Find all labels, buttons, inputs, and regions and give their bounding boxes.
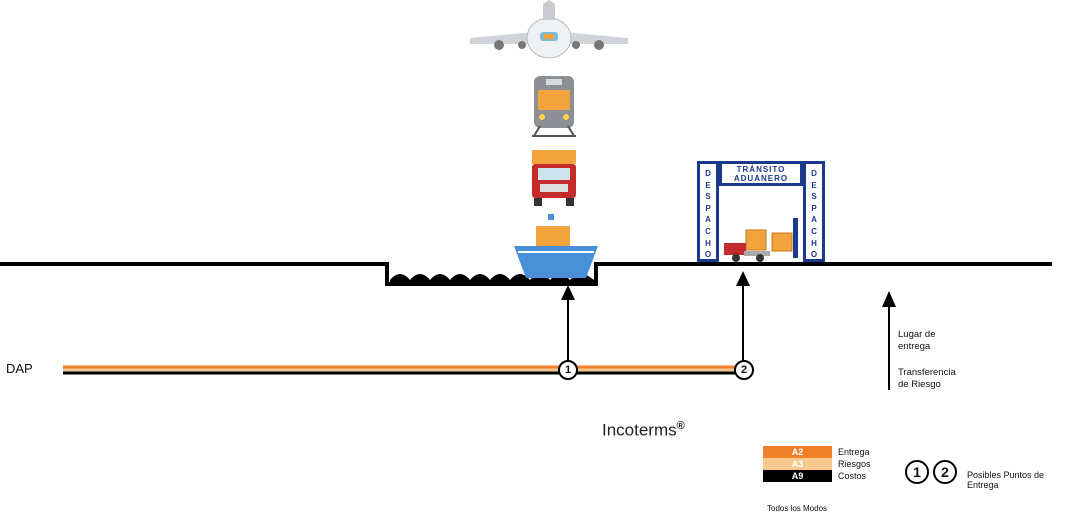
marker-2: 2 — [734, 360, 754, 380]
customs-left-label: DESPACHO — [704, 169, 712, 260]
legend-point-2: 2 — [933, 460, 957, 484]
legend-label-entrega: Entrega — [838, 447, 870, 457]
legend-point-2-number: 2 — [941, 464, 949, 480]
risk-transfer-label: Transferencia de Riesgo — [898, 367, 956, 390]
customs-right-label: DESPACHO — [810, 169, 818, 260]
incoterms-title-text: Incoterms — [602, 420, 677, 440]
arrow-legend — [882, 291, 896, 390]
legend-bar-a3: A3 — [763, 458, 832, 470]
marker-1: 1 — [558, 360, 578, 380]
delivery-place-label: Lugar de entrega — [898, 329, 936, 352]
marker-1-number: 1 — [564, 364, 572, 376]
legend-code-a9: A9 — [791, 471, 804, 481]
dap-label: DAP — [6, 361, 33, 376]
legend-code-a2: A2 — [791, 447, 804, 457]
ship-icon — [514, 214, 598, 278]
legend-bar-a9: A9 — [763, 470, 832, 482]
legend-point-1-number: 1 — [913, 464, 921, 480]
forklift-icon — [724, 218, 798, 262]
plane-icon — [470, 0, 628, 59]
truck-icon — [532, 150, 576, 206]
customs-building-icon — [697, 161, 825, 262]
arrow-1 — [561, 285, 575, 360]
marker-2-number: 2 — [740, 364, 748, 376]
registered-mark: ® — [676, 420, 685, 432]
customs-top-label-1: TRÁNSITO — [736, 165, 786, 174]
legend-code-a3: A3 — [791, 459, 804, 469]
dap-bar — [63, 365, 738, 375]
legend-label-riesgos: Riesgos — [838, 459, 871, 469]
customs-top-label-2: ADUANERO — [733, 174, 789, 183]
legend-point-1: 1 — [905, 460, 929, 484]
legend-label-costos: Costos — [838, 471, 867, 481]
arrow-2 — [736, 271, 750, 360]
legend-bar-a2: A2 — [763, 446, 832, 458]
train-icon — [532, 76, 576, 137]
all-modes-label: Todos los Modos — [767, 504, 828, 513]
delivery-points-label: Posibles Puntos de Entrega — [967, 470, 1045, 490]
incoterms-title: Incoterms® — [602, 420, 685, 441]
